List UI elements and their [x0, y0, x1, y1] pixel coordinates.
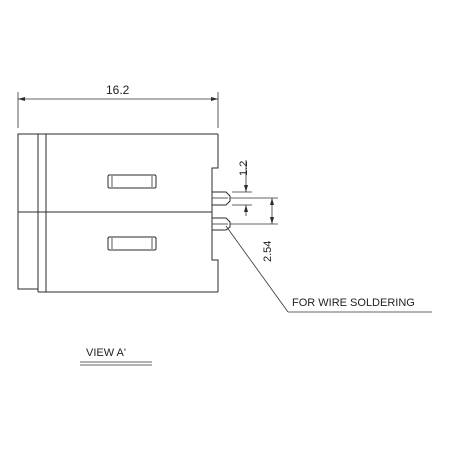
lower-slot: [107, 236, 157, 251]
upper-solder-pin: [212, 191, 231, 206]
pin-width-label: 1.2: [238, 161, 250, 176]
width-dimension-label: 16.2: [106, 83, 130, 97]
pin-pitch-dimension: 2.54: [230, 197, 278, 262]
upper-slot: [107, 174, 157, 189]
connector-body: [17, 133, 219, 293]
callout-text: FOR WIRE SOLDERING: [292, 297, 415, 309]
pin-pitch-label: 2.54: [262, 241, 274, 262]
view-label-text: VIEW A': [86, 347, 126, 359]
callout-leader: [225, 225, 432, 313]
pin-width-dimension: 1.2: [232, 160, 252, 216]
width-dimension: 16.2: [17, 83, 219, 128]
view-label: VIEW A': [80, 347, 152, 366]
lower-solder-pin: [212, 217, 231, 231]
